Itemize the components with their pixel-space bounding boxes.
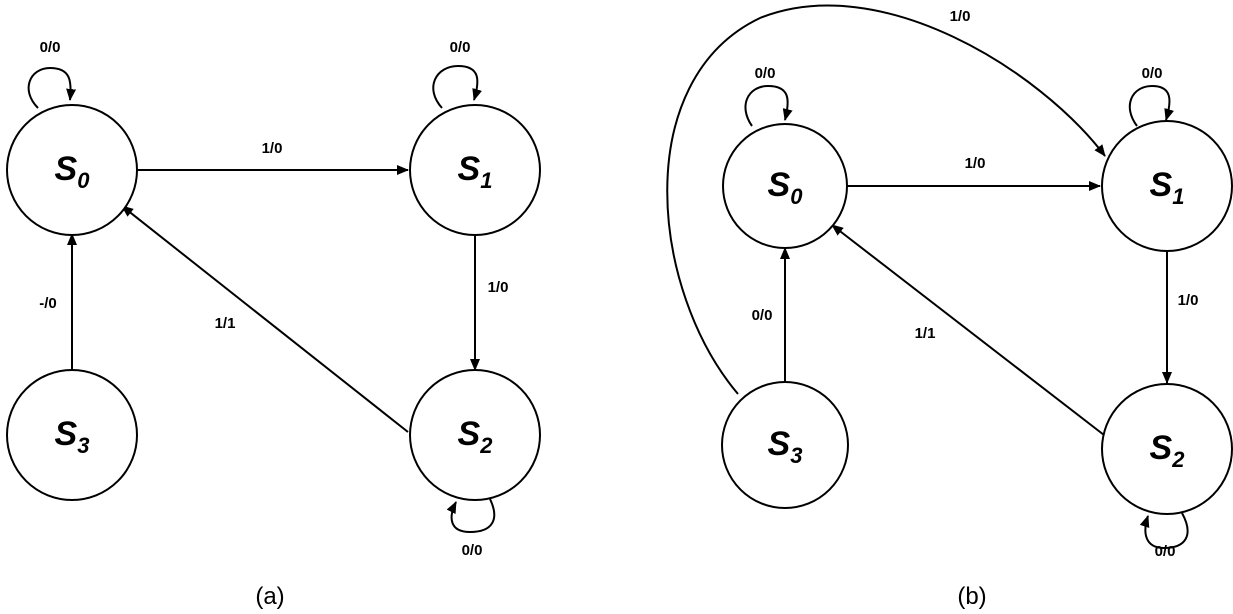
edge-b-s3-s1	[666, 4, 1106, 395]
label-a-s0-self: 0/0	[40, 39, 61, 56]
diagram-a: S0 S1 S2 S3 0/0 1/0 0/0 1/0 1/1 0/0 -/0 …	[6, 39, 541, 610]
label-b-s3-s0: 0/0	[752, 307, 773, 324]
caption-b: (b)	[957, 583, 986, 610]
svg-text:S2: S2	[1150, 429, 1186, 472]
edge-a-s2-s0	[121, 205, 409, 433]
label-b-s3-s1: 1/0	[950, 8, 971, 25]
edge-b-s2-s0	[831, 224, 1105, 436]
svg-text:S1: S1	[458, 150, 493, 193]
edge-a-s0-self	[27, 66, 77, 109]
svg-text:S0: S0	[55, 150, 91, 193]
label-a-s2-self: 0/0	[462, 542, 483, 559]
svg-text:S0: S0	[768, 166, 804, 209]
label-a-s1-s2: 1/0	[488, 279, 509, 296]
svg-text:S3: S3	[768, 425, 803, 468]
label-a-s3-s0: -/0	[39, 295, 57, 312]
state-b-s2[interactable]: S2	[1101, 383, 1233, 515]
diagram-b: S0 S1 S2 S3 0/0 1/0 0/0 1/0 1/1 0/0 0/0 …	[666, 4, 1233, 610]
state-b-s3[interactable]: S3	[721, 381, 849, 509]
caption-a: (a)	[255, 583, 284, 610]
state-a-s2[interactable]: S2	[409, 369, 541, 501]
label-b-s0-s1: 1/0	[965, 155, 986, 172]
state-a-s3[interactable]: S3	[6, 369, 138, 501]
state-a-s1[interactable]: S1	[409, 104, 541, 236]
svg-text:S1: S1	[1150, 166, 1185, 209]
label-a-s0-s1: 1/0	[262, 140, 283, 157]
edge-a-s2-self	[446, 498, 496, 534]
edge-b-s1-self	[1128, 84, 1174, 127]
label-b-s1-s2: 1/0	[1178, 292, 1199, 309]
state-a-s0[interactable]: S0	[6, 104, 138, 236]
edge-b-s2-self	[1139, 512, 1189, 550]
label-b-s1-self: 0/0	[1142, 65, 1163, 82]
edge-b-s0-self	[744, 84, 793, 127]
label-b-s0-self: 0/0	[755, 65, 776, 82]
label-b-s2-s0: 1/1	[915, 325, 936, 342]
svg-text:S3: S3	[55, 415, 90, 458]
state-b-s1[interactable]: S1	[1101, 120, 1233, 252]
edge-a-s1-self	[432, 64, 482, 109]
label-b-s2-self: 0/0	[1155, 543, 1176, 560]
state-b-s0[interactable]: S0	[722, 123, 848, 249]
svg-text:S2: S2	[458, 415, 494, 458]
label-a-s2-s0: 1/1	[215, 315, 236, 332]
label-a-s1-self: 0/0	[450, 39, 471, 56]
